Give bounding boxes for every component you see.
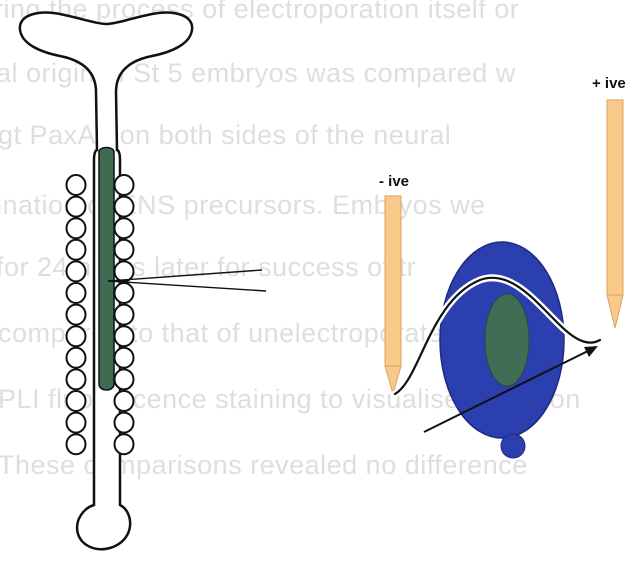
somite (67, 391, 86, 411)
somite (67, 197, 86, 217)
somite (67, 413, 86, 433)
somite (115, 434, 134, 454)
negative-electrode (385, 196, 401, 366)
somite (67, 218, 86, 238)
neural-tube-green (485, 294, 529, 386)
somite (67, 326, 86, 346)
somite (67, 240, 86, 260)
somite (115, 240, 134, 260)
somite (67, 283, 86, 303)
embryo-whole-mount (20, 13, 266, 550)
notochord-dot (501, 434, 525, 458)
somite (67, 434, 86, 454)
positive-electrode-label: + ive (592, 75, 626, 92)
somite (115, 326, 134, 346)
somite (115, 391, 134, 411)
somite (115, 305, 134, 325)
somite (115, 218, 134, 238)
somite (115, 369, 134, 389)
somite (67, 261, 86, 281)
somite (115, 175, 134, 195)
somite (115, 197, 134, 217)
somite (115, 283, 134, 303)
somite (67, 369, 86, 389)
somites-left (67, 175, 86, 454)
positive-electrode (607, 100, 623, 295)
somite (67, 348, 86, 368)
somite (115, 413, 134, 433)
negative-electrode-label: - ive (379, 173, 409, 190)
somite (115, 348, 134, 368)
somite (67, 175, 86, 195)
embryo-cross-section: - ive + ive (379, 75, 626, 458)
somite (115, 261, 134, 281)
positive-electrode-tip (607, 295, 623, 328)
neural-tube-bar (99, 148, 114, 391)
somite (67, 305, 86, 325)
